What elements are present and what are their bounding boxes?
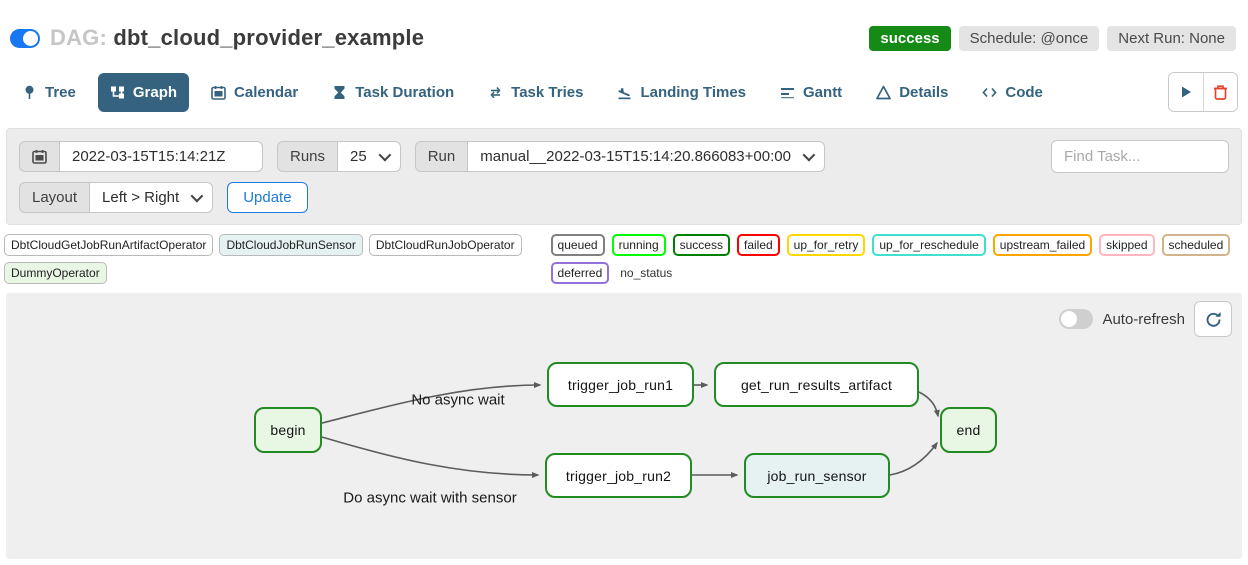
tab-task-tries[interactable]: Task Tries [476, 73, 595, 112]
auto-refresh-control: Auto-refresh [1059, 301, 1232, 337]
task-node-trigger_job_run1[interactable]: trigger_job_run1 [547, 362, 694, 407]
tab-graph[interactable]: Graph [97, 72, 190, 112]
tab-landing-times[interactable]: Landing Times [605, 73, 758, 112]
auto-refresh-toggle[interactable] [1059, 309, 1094, 329]
operator-pill: DbtCloudGetJobRunArtifactOperator [4, 234, 214, 256]
operator-pill: DbtCloudRunJobOperator [368, 234, 522, 256]
trash-icon [1214, 85, 1227, 100]
num-runs-group: Runs 25 [277, 141, 401, 172]
tab-label: Landing Times [640, 83, 747, 101]
task-node-job_run_sensor[interactable]: job_run_sensor [744, 453, 890, 498]
tab-label: Calendar [234, 83, 299, 101]
edge-get_run_results_artifact-to-end [918, 391, 940, 418]
tab-label: Graph [132, 83, 178, 101]
status-badge-up_for_reschedule: up_for_reschedule [872, 234, 986, 256]
status-badge-failed: failed [736, 234, 780, 256]
tab-code[interactable]: Code [970, 73, 1055, 112]
runs-label: Runs [277, 141, 339, 172]
run-label: Run [414, 141, 469, 172]
status-badge-skipped: skipped [1099, 234, 1155, 256]
calendar-icon [32, 150, 47, 164]
plane-landing-icon [617, 85, 632, 100]
dag-title-prefix: DAG: [50, 25, 108, 50]
tab-label: Details [899, 83, 949, 101]
dag-status-badge[interactable]: success [869, 25, 951, 51]
tab-task-duration[interactable]: Task Duration [320, 73, 466, 112]
tab-details[interactable]: Details [864, 73, 960, 112]
tab-label: Tree [45, 83, 76, 101]
repeat-icon [488, 85, 503, 100]
base-date-input[interactable]: 2022-03-15T15:14:21Z [60, 141, 263, 172]
filter-bar: 2022-03-15T15:14:21Z Runs 25 Run manual_… [6, 128, 1242, 225]
toggle-knob [1061, 311, 1078, 327]
dag-action-group [1168, 72, 1238, 112]
tab-tree[interactable]: Tree [10, 73, 88, 112]
task-node-trigger_job_run2[interactable]: trigger_job_run2 [545, 453, 692, 498]
code-icon [982, 85, 998, 100]
status-badge-scheduled: scheduled [1161, 234, 1231, 256]
tab-calendar[interactable]: Calendar [199, 73, 310, 112]
run-select-group: Run manual__2022-03-15T15:14:20.866083+0… [414, 141, 825, 172]
refresh-icon [1206, 311, 1221, 327]
tab-label: Task Tries [511, 83, 584, 101]
layout-select[interactable]: Left > Right [90, 182, 214, 213]
refresh-button[interactable] [1194, 301, 1232, 337]
toggle-knob [23, 30, 38, 46]
calendar-picker-button[interactable] [19, 141, 60, 172]
dag-header: DAG: dbt_cloud_provider_example success … [0, 0, 1248, 62]
schedule-badge: Schedule: @once [958, 25, 1100, 51]
status-badge-upstream_failed: upstream_failed [992, 234, 1093, 256]
layout-group: Layout Left > Right [19, 182, 214, 213]
dag-run-select[interactable]: manual__2022-03-15T15:14:20.866083+00:00 [468, 141, 825, 172]
operator-pill: DummyOperator [4, 262, 107, 284]
task-node-begin[interactable]: begin [254, 407, 322, 453]
delete-dag-button[interactable] [1203, 73, 1237, 111]
task-node-get_run_results_artifact[interactable]: get_run_results_artifact [714, 362, 919, 407]
triangle-icon [876, 85, 892, 100]
status-badge-up_for_retry: up_for_retry [786, 234, 866, 256]
layout-label: Layout [19, 182, 91, 213]
status-label-no-status: no_status [620, 266, 673, 280]
tab-label: Gantt [803, 83, 843, 101]
view-tab-bar: Tree Graph Calendar Task Duration Task Tries… [0, 62, 1248, 122]
edge-job_run_sensor-to-end [889, 441, 938, 476]
edge-label: No async wait [411, 391, 505, 409]
edge-label: Do async wait with sensor [343, 489, 517, 507]
view-tabs: Tree Graph Calendar Task Duration Task Tries… [10, 72, 1055, 112]
num-runs-select[interactable]: 25 [338, 141, 401, 172]
trigger-dag-play-button[interactable] [1169, 73, 1203, 111]
status-badge-success: success [672, 234, 730, 256]
edge-begin-to-trigger_job_run1 [321, 382, 542, 424]
edge-begin-to-trigger_job_run2 [321, 436, 540, 478]
update-button[interactable]: Update [227, 182, 308, 213]
operator-pill: DbtCloudJobRunSensor [219, 234, 363, 256]
status-badge-deferred: deferred [550, 262, 610, 284]
next-run-badge: Next Run: None [1107, 25, 1236, 51]
base-date-group: 2022-03-15T15:14:21Z [19, 141, 263, 172]
tab-gantt[interactable]: Gantt [768, 73, 854, 112]
auto-refresh-label: Auto-refresh [1102, 310, 1185, 328]
status-legend: queued running success failed up_for_retry up… [550, 234, 1244, 284]
dag-edges [321, 382, 940, 478]
find-task-input[interactable] [1051, 140, 1229, 173]
play-icon [1182, 86, 1191, 98]
tab-label: Task Duration [355, 83, 455, 101]
sitemap-icon [110, 85, 125, 100]
dag-pause-toggle[interactable] [10, 28, 40, 48]
gantt-icon [780, 85, 795, 100]
hourglass-icon [332, 85, 347, 100]
tab-label: Code [1005, 83, 1043, 101]
status-badge-queued: queued [550, 234, 605, 256]
dag-title: dbt_cloud_provider_example [113, 25, 425, 50]
graph-panel: Auto-refresh begin trigger_job_run1 get_ru… [6, 293, 1242, 559]
calendar-icon [211, 85, 226, 100]
status-badge-running: running [611, 234, 666, 256]
pin-icon [22, 85, 37, 100]
page-title: DAG: dbt_cloud_provider_example [50, 25, 424, 51]
task-node-end[interactable]: end [940, 407, 997, 453]
